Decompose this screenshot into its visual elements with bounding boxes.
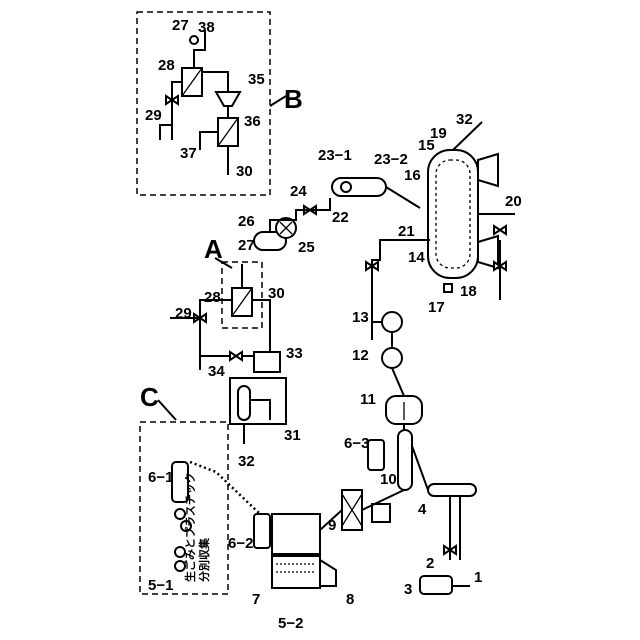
label-35: 35 — [248, 71, 265, 88]
label-33: 33 — [286, 345, 303, 362]
label-6-1: 6−1 — [148, 469, 173, 486]
label-13: 13 — [352, 309, 369, 326]
label-6-2: 6−2 — [228, 535, 253, 552]
pipe-4-to-column — [412, 446, 428, 490]
label-26: 26 — [238, 213, 255, 230]
pump-12 — [382, 348, 402, 368]
label-1: 1 — [474, 569, 482, 586]
pipe-b-left — [172, 82, 182, 140]
label-17: 17 — [428, 299, 445, 316]
label-25: 25 — [298, 239, 315, 256]
funnel-35 — [216, 92, 240, 106]
valve-33 — [230, 352, 242, 360]
label-38: 38 — [198, 19, 215, 36]
label-7: 7 — [252, 591, 260, 608]
valve-20 — [494, 226, 506, 234]
bag-3 — [175, 547, 185, 557]
pipe-b-to-funnel — [202, 72, 228, 92]
tank-4 — [428, 484, 476, 496]
truck-6-2 — [254, 514, 270, 548]
pipe-12-to-11 — [392, 368, 404, 396]
vessel-23-port — [341, 182, 351, 192]
label-9: 9 — [328, 517, 336, 534]
bag-1 — [175, 509, 185, 519]
caption-line-1: 生ごみとプラスチック — [183, 472, 197, 582]
region-a: 27 28 29 30 — [170, 237, 285, 370]
label-22: 22 — [332, 209, 349, 226]
label-36: 36 — [244, 113, 261, 130]
pumps: 13 12 — [352, 309, 402, 368]
crusher-9 — [272, 514, 320, 554]
section-label-a: A — [204, 234, 223, 264]
label-24: 24 — [290, 183, 307, 200]
label-32b: 32 — [238, 453, 255, 470]
pipe-36-37 — [200, 132, 218, 150]
label-19: 19 — [430, 125, 447, 142]
label-12: 12 — [352, 347, 369, 364]
label-2: 2 — [426, 555, 434, 572]
label-18: 18 — [460, 283, 477, 300]
label-8: 8 — [346, 591, 354, 608]
label-28: 28 — [158, 57, 175, 74]
label-32: 32 — [456, 111, 473, 128]
tank-33 — [254, 352, 280, 372]
label-29b: 29 — [175, 305, 192, 322]
label-23-1: 23−1 — [318, 147, 352, 164]
label-30b: 30 — [268, 285, 285, 302]
column-10 — [398, 430, 412, 490]
box-10 — [372, 504, 390, 522]
filter-cartridge — [238, 386, 250, 420]
truck-3 — [420, 576, 452, 594]
reactor: 15 19 32 16 20 21 14 18 17 — [398, 111, 522, 316]
label-31: 31 — [284, 427, 301, 444]
chute-8 — [320, 560, 336, 586]
pipe-23-to-reactor — [386, 187, 420, 208]
label-20: 20 — [505, 193, 522, 210]
section-label-b: B — [284, 84, 303, 114]
label-29: 29 — [145, 107, 162, 124]
region-b: 27 38 28 35 29 36 37 30 — [137, 12, 270, 195]
section-c-pointer — [158, 400, 176, 420]
digester-11: 11 — [360, 368, 422, 424]
pump-13 — [382, 312, 402, 332]
label-30: 30 — [236, 163, 253, 180]
label-6-3: 6−3 — [344, 435, 369, 452]
caption-line-2: 分別収集 — [197, 537, 211, 582]
truck-6-3 — [368, 440, 384, 470]
label-5-2: 5−2 — [278, 615, 303, 632]
label-28b: 28 — [204, 289, 221, 306]
bag-4 — [175, 561, 185, 571]
label-23-2: 23−2 — [374, 151, 408, 168]
label-3: 3 — [404, 581, 412, 598]
region-c: 生ごみとプラスチック 分別収集 6−1 5−1 — [140, 422, 228, 594]
pipe-a-left — [200, 300, 232, 370]
label-21: 21 — [398, 223, 415, 240]
sensor-17 — [444, 284, 452, 292]
inlet: 4 2 1 3 — [404, 446, 482, 598]
label-5-1: 5−1 — [148, 577, 173, 594]
label-14: 14 — [408, 249, 425, 266]
label-27b: 27 — [238, 237, 255, 254]
label-16: 16 — [404, 167, 421, 184]
label-34: 34 — [208, 363, 225, 380]
support-top — [478, 154, 498, 186]
label-10: 10 — [380, 471, 397, 488]
label-4: 4 — [418, 501, 427, 518]
label-27: 27 — [172, 17, 189, 34]
label-11: 11 — [360, 391, 376, 408]
separator-31: 32 31 33 34 — [208, 345, 303, 470]
label-37: 37 — [180, 145, 197, 162]
pipe-29b — [160, 104, 172, 140]
sensor-b — [190, 36, 198, 44]
section-label-c: C — [140, 382, 159, 412]
